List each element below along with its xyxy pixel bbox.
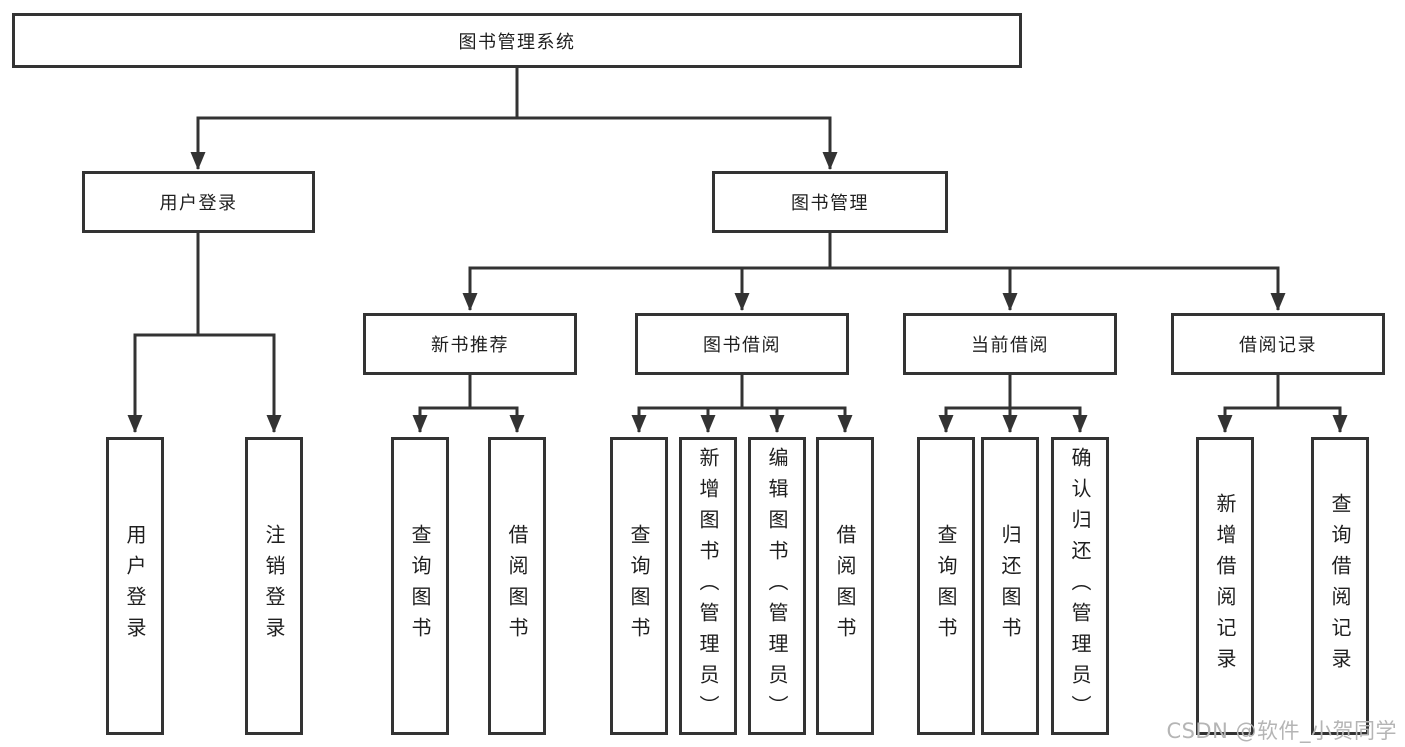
leaf-user-login: 用户登录 bbox=[106, 437, 164, 735]
node-book-management: 图书管理 bbox=[712, 171, 948, 233]
leaf-label: 借阅图书 bbox=[505, 524, 529, 648]
node-book-borrowing: 图书借阅 bbox=[635, 313, 849, 375]
leaf-edit-books-admin: 编辑图书（管理员） bbox=[748, 437, 806, 735]
leaf-add-books-admin: 新增图书（管理员） bbox=[679, 437, 737, 735]
leaf-query-borrow-record: 查询借阅记录 bbox=[1311, 437, 1369, 735]
node-root-library-system: 图书管理系统 bbox=[12, 13, 1022, 68]
leaf-confirm-return-admin: 确认归还（管理员） bbox=[1051, 437, 1109, 735]
node-current-borrowing: 当前借阅 bbox=[903, 313, 1117, 375]
leaf-query-books-recommend: 查询图书 bbox=[391, 437, 449, 735]
leaf-label: 归还图书 bbox=[998, 524, 1022, 648]
leaf-label: 查询图书 bbox=[627, 524, 651, 648]
leaf-query-books-current: 查询图书 bbox=[917, 437, 975, 735]
leaf-add-borrow-record: 新增借阅记录 bbox=[1196, 437, 1254, 735]
leaf-label: 查询图书 bbox=[408, 524, 432, 648]
leaf-label: 注销登录 bbox=[262, 524, 286, 648]
leaf-label: 新增图书（管理员） bbox=[696, 446, 720, 726]
leaf-label: 借阅图书 bbox=[833, 524, 857, 648]
leaf-label: 编辑图书（管理员） bbox=[765, 446, 789, 726]
node-user-login: 用户登录 bbox=[82, 171, 315, 233]
leaf-label: 用户登录 bbox=[123, 524, 147, 648]
node-borrowing-record: 借阅记录 bbox=[1171, 313, 1385, 375]
leaf-label: 确认归还（管理员） bbox=[1068, 446, 1092, 726]
leaf-label: 查询借阅记录 bbox=[1328, 493, 1352, 679]
leaf-label: 新增借阅记录 bbox=[1213, 493, 1237, 679]
leaf-return-books: 归还图书 bbox=[981, 437, 1039, 735]
node-new-book-recommendation: 新书推荐 bbox=[363, 313, 577, 375]
leaf-borrow-books-recommend: 借阅图书 bbox=[488, 437, 546, 735]
leaf-logout: 注销登录 bbox=[245, 437, 303, 735]
leaf-borrow-books: 借阅图书 bbox=[816, 437, 874, 735]
leaf-label: 查询图书 bbox=[934, 524, 958, 648]
leaf-query-books-borrow: 查询图书 bbox=[610, 437, 668, 735]
csdn-watermark: CSDN @软件_小贺同学 bbox=[1166, 719, 1397, 743]
